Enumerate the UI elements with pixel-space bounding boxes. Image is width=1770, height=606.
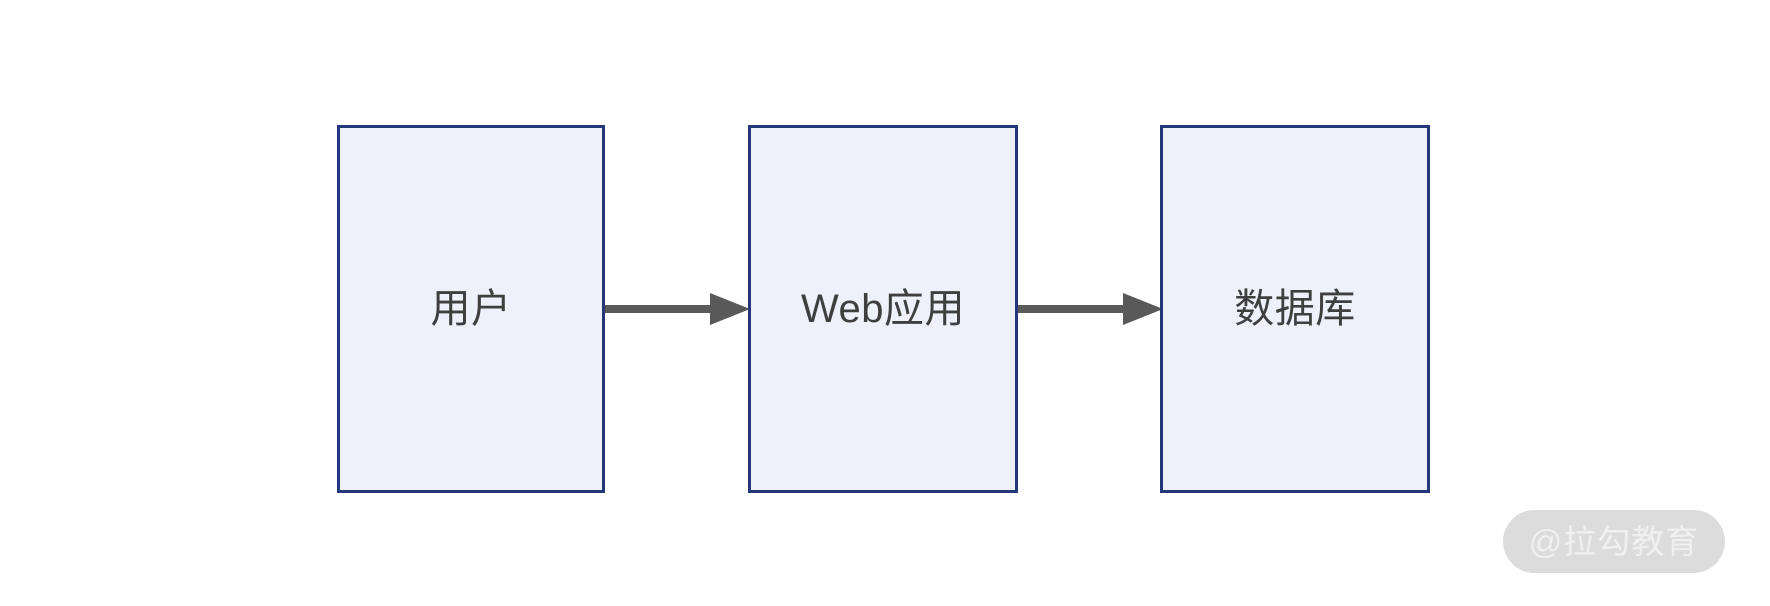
node-database-label: 数据库: [1234, 287, 1356, 331]
node-webapp-label: Web应用: [800, 287, 966, 331]
arrow-webapp-to-database: [1018, 293, 1163, 325]
node-user-label: 用户: [430, 287, 512, 331]
arrow-head-icon: [1123, 293, 1163, 325]
node-user[interactable]: 用户: [337, 125, 605, 493]
watermark-text: @拉勾教育: [1528, 523, 1700, 560]
watermark-badge: @拉勾教育: [1503, 510, 1725, 573]
arrow-user-to-webapp: [605, 293, 750, 325]
arrow-head-icon: [710, 293, 750, 325]
node-webapp[interactable]: Web应用: [748, 125, 1018, 493]
node-database[interactable]: 数据库: [1160, 125, 1430, 493]
